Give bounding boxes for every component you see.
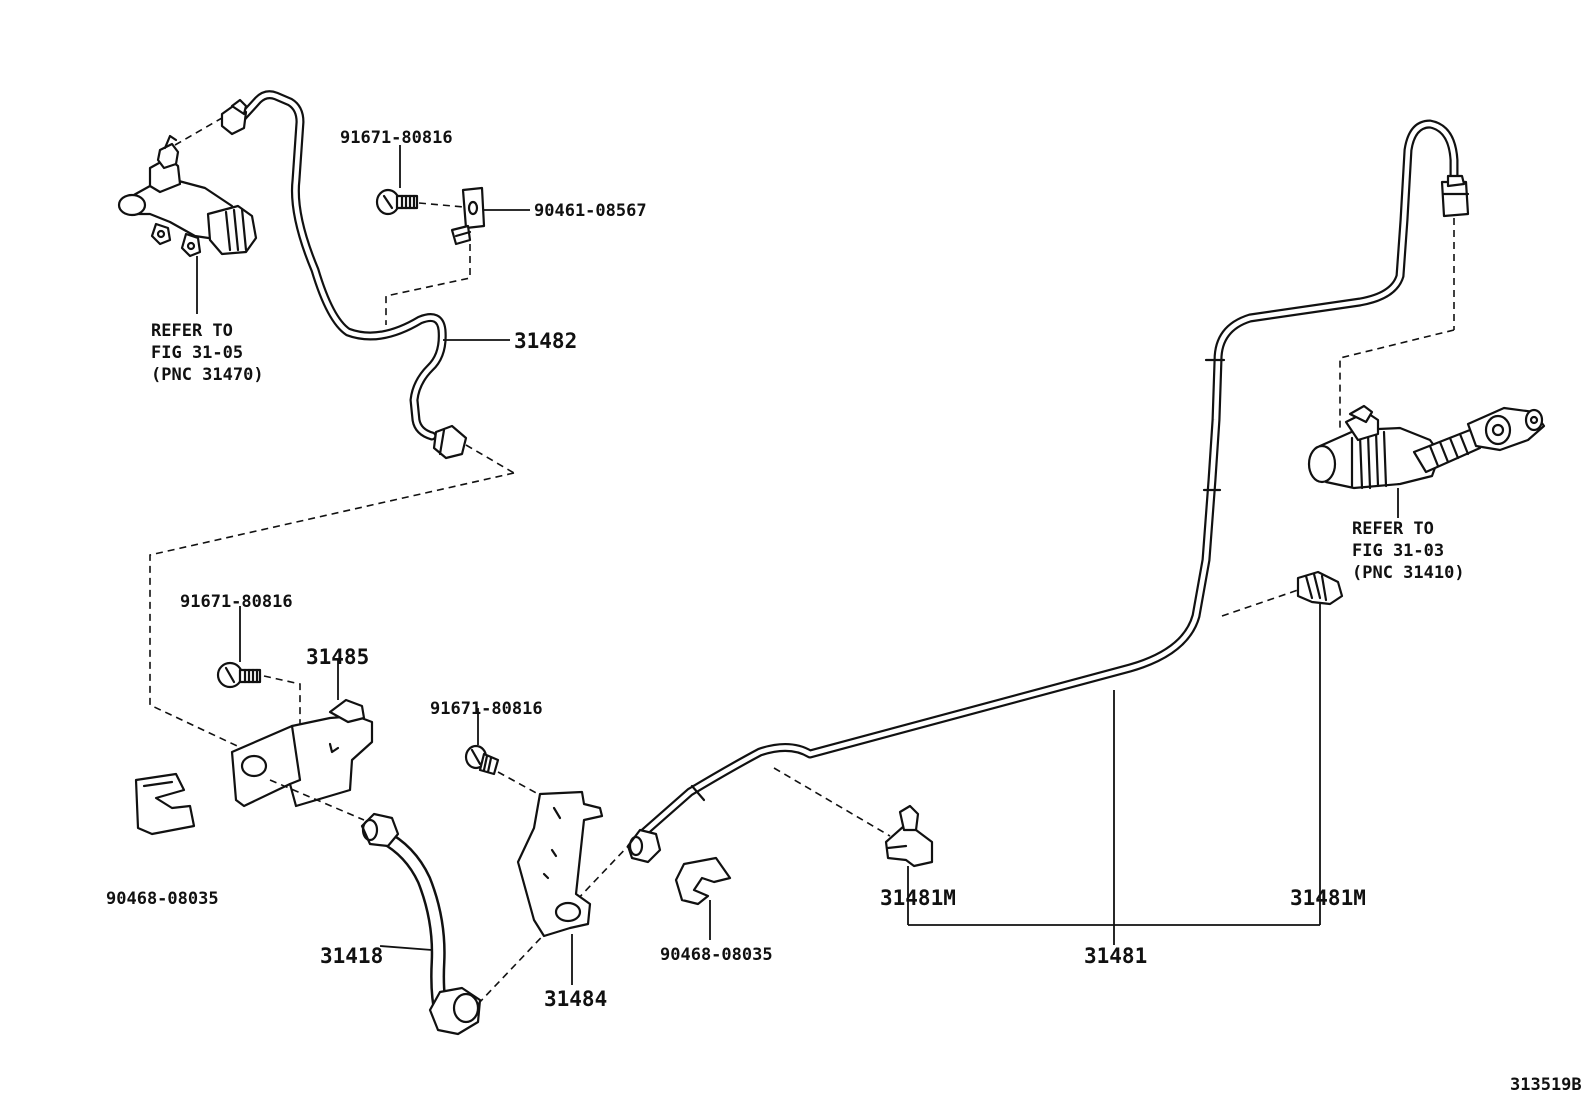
label-figure-id: 313519B: [1510, 1075, 1582, 1095]
bolt-top[interactable]: [375, 188, 419, 216]
clip-mid[interactable]: [674, 856, 732, 906]
bolt-mid[interactable]: [464, 744, 500, 776]
label-bracket-31485: 31485: [306, 645, 369, 669]
label-bolt-mid-left: 91671-80816: [180, 592, 293, 612]
tube-31481[interactable]: [626, 119, 1470, 864]
label-hose-31418: 31418: [320, 944, 383, 968]
label-ref-right-1: REFER TO: [1352, 519, 1434, 539]
label-tube-31481: 31481: [1084, 944, 1147, 968]
master-cylinder[interactable]: [1307, 404, 1546, 490]
bracket-31484[interactable]: [516, 790, 604, 938]
label-clip-mid: 90468-08035: [660, 945, 773, 965]
label-clip-left: 90468-08035: [106, 889, 219, 909]
clamp-31481m-right[interactable]: [1296, 570, 1344, 606]
label-bracket-31484: 31484: [544, 987, 607, 1011]
label-bolt-top: 91671-80816: [340, 128, 453, 148]
tube-31482[interactable]: [220, 90, 468, 460]
label-bolt-mid: 91671-80816: [430, 699, 543, 719]
clamp-90461[interactable]: [450, 186, 486, 246]
label-ref-left-2: FIG 31-05: [151, 343, 243, 363]
label-ref-left-3: (PNC 31470): [151, 365, 264, 385]
label-ref-right-3: (PNC 31410): [1352, 563, 1465, 583]
bolt-mid-left[interactable]: [216, 661, 262, 689]
bracket-31485[interactable]: [230, 698, 374, 808]
clamp-31481m-left[interactable]: [884, 804, 934, 868]
clip-left[interactable]: [134, 772, 196, 836]
label-tube-31482: 31482: [514, 329, 577, 353]
label-ref-left-1: REFER TO: [151, 321, 233, 341]
label-ref-right-2: FIG 31-03: [1352, 541, 1444, 561]
label-clamp-31481m-left: 31481M: [880, 886, 956, 910]
release-cylinder[interactable]: [117, 134, 258, 258]
label-clamp-top: 90461-08567: [534, 201, 647, 221]
label-clamp-31481m-right: 31481M: [1290, 886, 1366, 910]
hose-31418[interactable]: [360, 812, 482, 1036]
